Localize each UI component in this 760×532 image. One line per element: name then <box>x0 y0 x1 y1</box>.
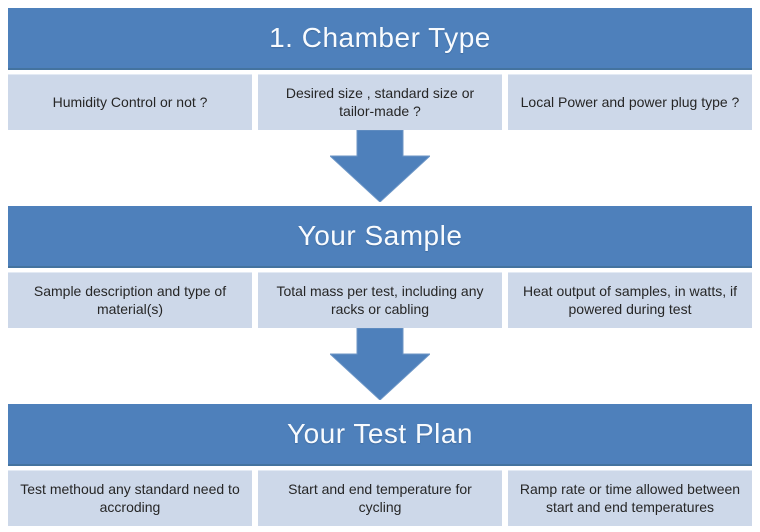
your-test-plan-questions-row: Test methoud any standard need to accrod… <box>8 470 752 526</box>
section-your-sample: Your Sample Sample description and type … <box>8 206 752 328</box>
connector-row-1 <box>8 130 752 206</box>
section-header-chamber-type: 1. Chamber Type <box>8 8 752 70</box>
cell-test-method: Test methoud any standard need to accrod… <box>8 470 252 526</box>
your-sample-questions-row: Sample description and type of material(… <box>8 272 752 328</box>
chamber-type-questions-row: Humidity Control or not ? Desired size ,… <box>8 74 752 130</box>
section-header-your-sample: Your Sample <box>8 206 752 268</box>
cell-desired-size: Desired size , standard size or tailor-m… <box>258 74 502 130</box>
down-arrow-icon <box>330 130 430 202</box>
section-title: Your Test Plan <box>286 418 474 449</box>
cell-start-end-temperature: Start and end temperature for cycling <box>258 470 502 526</box>
section-chamber-type: 1. Chamber Type Humidity Control or not … <box>8 8 752 130</box>
section-title: 1. Chamber Type <box>269 22 491 53</box>
connector-row-2 <box>8 328 752 404</box>
cell-total-mass: Total mass per test, including any racks… <box>258 272 502 328</box>
section-title: Your Sample <box>297 220 463 251</box>
cell-heat-output: Heat output of samples, in watts, if pow… <box>508 272 752 328</box>
section-your-test-plan: Your Test Plan Test methoud any standard… <box>8 404 752 526</box>
cell-humidity-control: Humidity Control or not ? <box>8 74 252 130</box>
section-header-your-test-plan: Your Test Plan <box>8 404 752 466</box>
cell-local-power: Local Power and power plug type ? <box>508 74 752 130</box>
cell-sample-description: Sample description and type of material(… <box>8 272 252 328</box>
down-arrow-icon <box>330 328 430 400</box>
cell-ramp-rate: Ramp rate or time allowed between start … <box>508 470 752 526</box>
